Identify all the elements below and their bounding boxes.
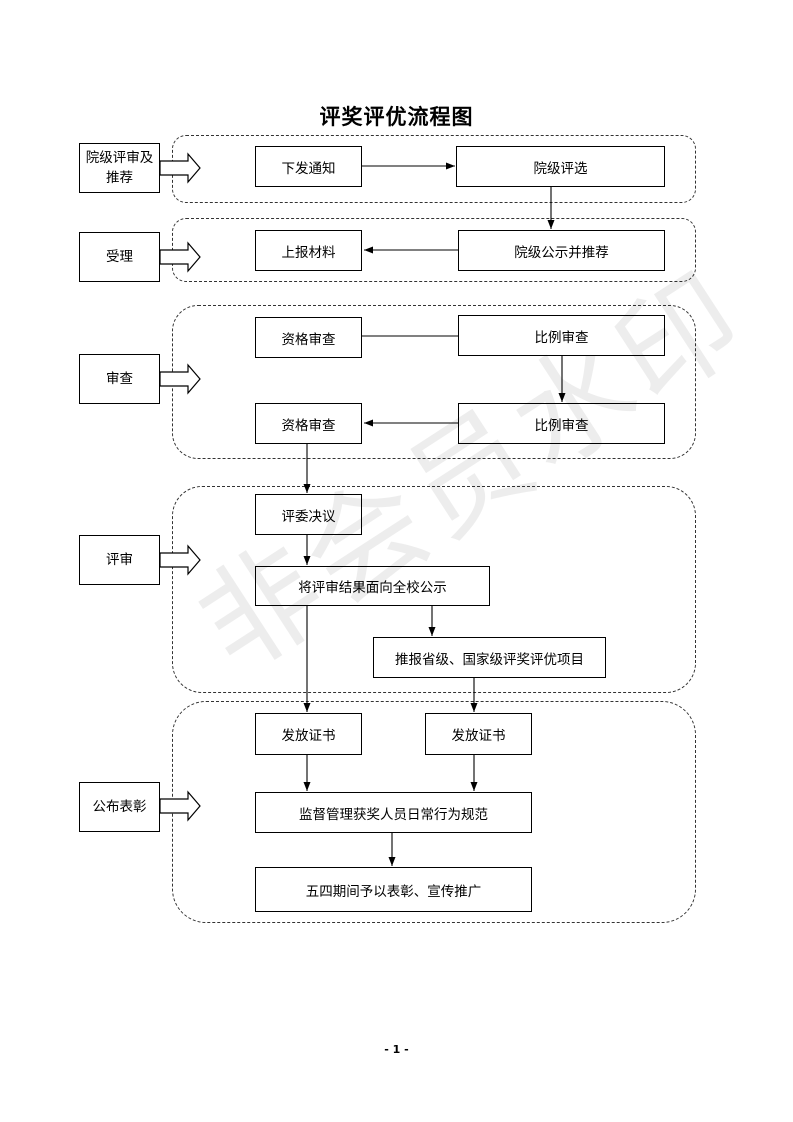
step-qualification-check-1: 资格审查 — [255, 317, 362, 358]
block-arrow-stage-1 — [159, 152, 201, 184]
stage-label-accept: 受理 — [79, 232, 160, 282]
stage-label-review: 审查 — [79, 354, 160, 404]
block-arrow-stage-2 — [159, 241, 201, 273]
step-issue-certificate-1: 发放证书 — [255, 713, 362, 755]
step-ratio-check-1: 比例审查 — [458, 315, 665, 356]
block-arrow-stage-3 — [159, 363, 201, 395]
step-ratio-check-2: 比例审查 — [458, 403, 665, 444]
stage-label-announce: 公布表彰 — [79, 782, 160, 832]
step-notice: 下发通知 — [255, 146, 362, 187]
block-arrow-stage-5 — [159, 790, 201, 822]
stage-label-college: 院级评审及推荐 — [79, 143, 160, 193]
stage-label-evaluate: 评审 — [79, 535, 160, 585]
block-arrow-stage-4 — [159, 544, 201, 576]
step-report-materials: 上报材料 — [255, 230, 362, 271]
page-title: 评奖评优流程图 — [319, 105, 474, 129]
step-may-fourth: 五四期间予以表彰、宣传推广 — [255, 867, 532, 912]
step-college-select: 院级评选 — [456, 146, 665, 187]
step-qualification-check-2: 资格审查 — [255, 403, 362, 444]
stage-group-evaluate — [172, 486, 696, 693]
step-supervise: 监督管理获奖人员日常行为规范 — [255, 792, 532, 833]
step-committee-resolution: 评委决议 — [255, 494, 362, 535]
step-college-publicize: 院级公示并推荐 — [458, 230, 665, 271]
step-publicize-results: 将评审结果面向全校公示 — [255, 566, 490, 606]
step-issue-certificate-2: 发放证书 — [425, 713, 532, 755]
step-recommend-national: 推报省级、国家级评奖评优项目 — [373, 637, 606, 678]
page-number: - 1 - — [384, 1043, 409, 1056]
